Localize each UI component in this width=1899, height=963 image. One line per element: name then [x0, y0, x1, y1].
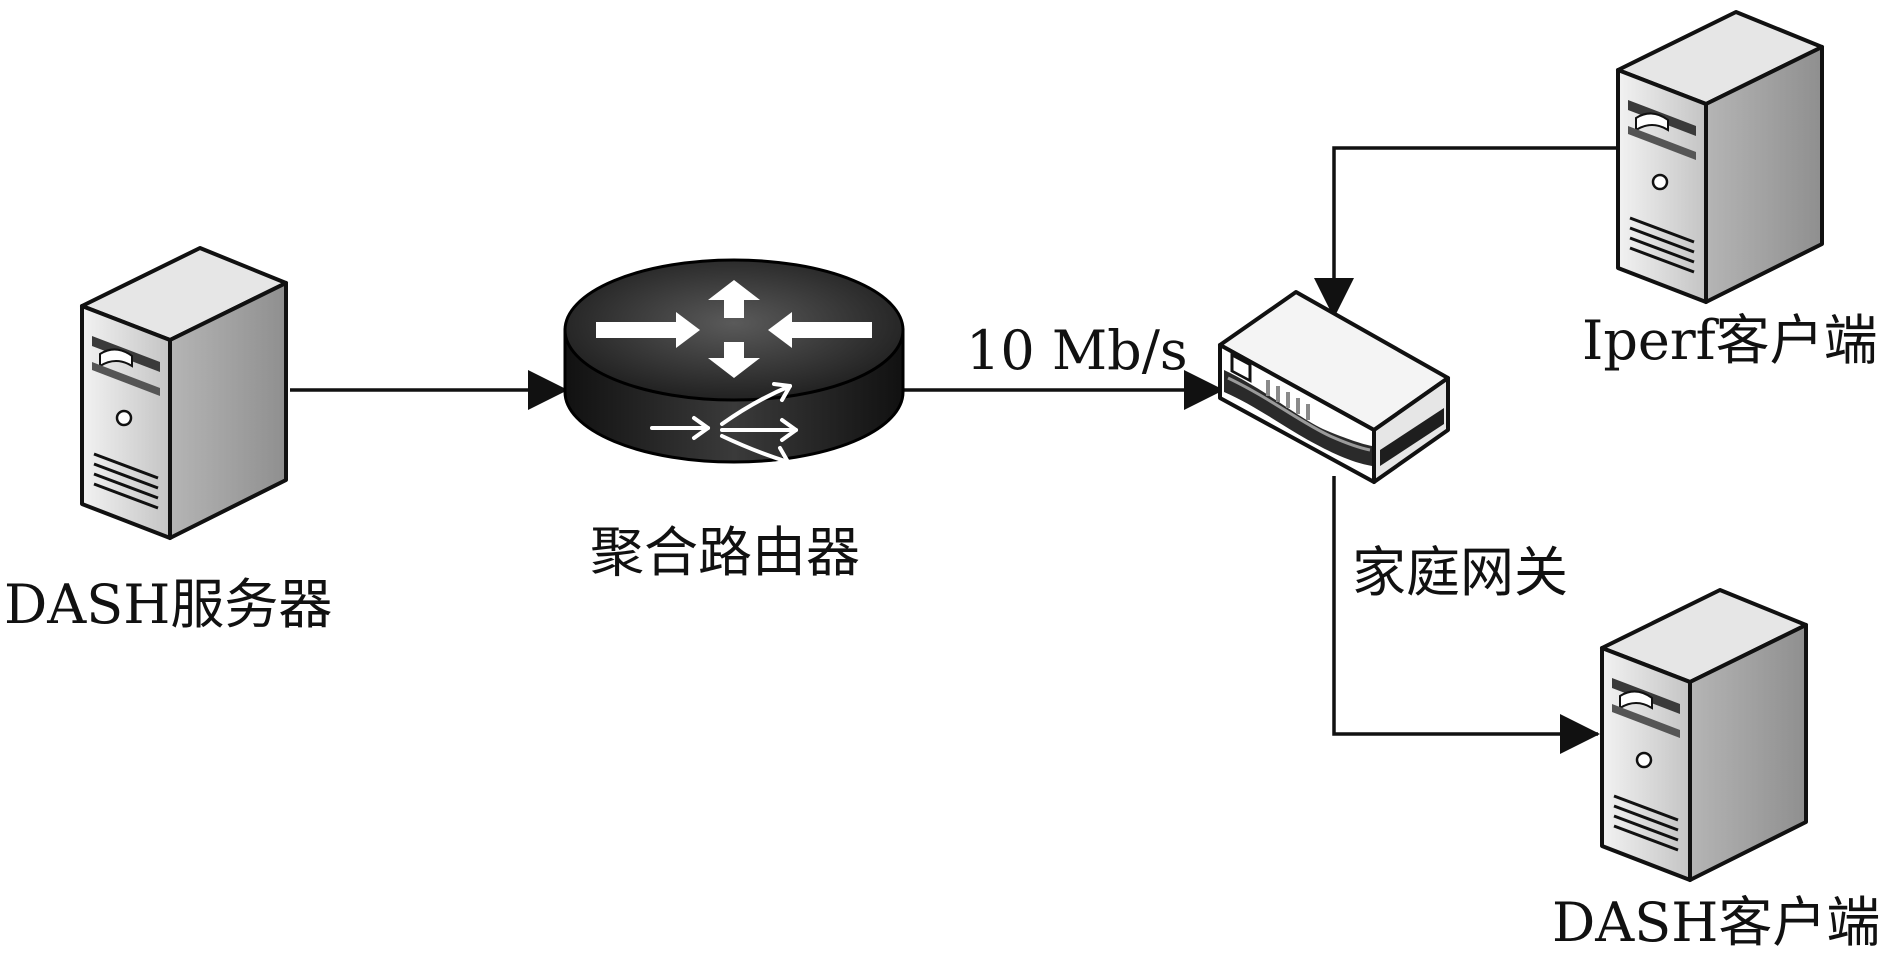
iperf-client-label: Iperf客户端 — [1582, 309, 1878, 372]
dash-client-icon — [1600, 588, 1808, 882]
home-gateway-icon — [1218, 290, 1450, 484]
router-label: 聚合路由器 — [590, 521, 860, 584]
iperf-client-icon — [1616, 10, 1824, 304]
router-icon — [563, 258, 905, 466]
link-gateway-to-dash-client — [1332, 476, 1600, 754]
dash-server-label: DASH服务器 — [4, 573, 333, 636]
dash-client-label: DASH客户端 — [1552, 891, 1881, 954]
dash-server-icon — [80, 246, 288, 540]
link-speed-label: 10 Mb/s — [966, 319, 1188, 382]
link-iperf-to-gateway — [1314, 146, 1618, 318]
gateway-label: 家庭网关 — [1352, 541, 1568, 604]
